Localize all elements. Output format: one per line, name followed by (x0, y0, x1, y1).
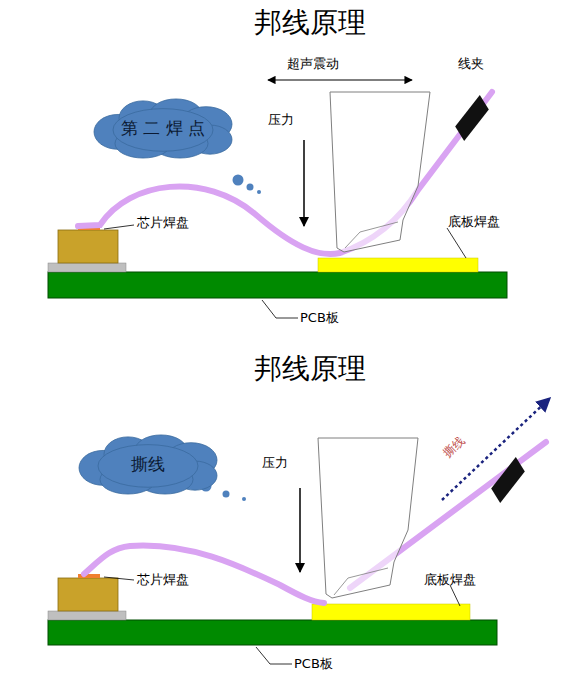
clamp-label: 线夹 (458, 56, 484, 72)
pad-label: 底板焊盘 (424, 572, 476, 588)
thought-cloud: 撕线 (73, 433, 223, 495)
cloud-text: 撕线 (131, 453, 165, 476)
cloud-text-wrap: 第 二 焊 点 (121, 117, 205, 140)
cloud-text: 第 二 焊 点 (121, 117, 205, 140)
panel-two (48, 398, 550, 664)
diagram-title: 邦线原理 (254, 6, 366, 40)
panel-one (48, 80, 507, 318)
pad-label: 芯片焊盘 (137, 572, 189, 588)
force-label: 压力 (262, 455, 288, 471)
motion-label: 超声震动 (287, 56, 339, 72)
board-label: PCB板 (294, 656, 333, 672)
cloud-text-wrap: 撕线 (131, 453, 165, 476)
pad-label: 底板焊盘 (448, 214, 500, 230)
thought-cloud: 第 二 焊 点 (88, 97, 238, 159)
force-label: 压力 (268, 112, 294, 128)
panel-title: 邦线原理 (254, 352, 366, 386)
board-label: PCB板 (300, 310, 339, 326)
action-label: 撕线 (440, 434, 467, 461)
pad-label: 芯片焊盘 (137, 215, 189, 231)
